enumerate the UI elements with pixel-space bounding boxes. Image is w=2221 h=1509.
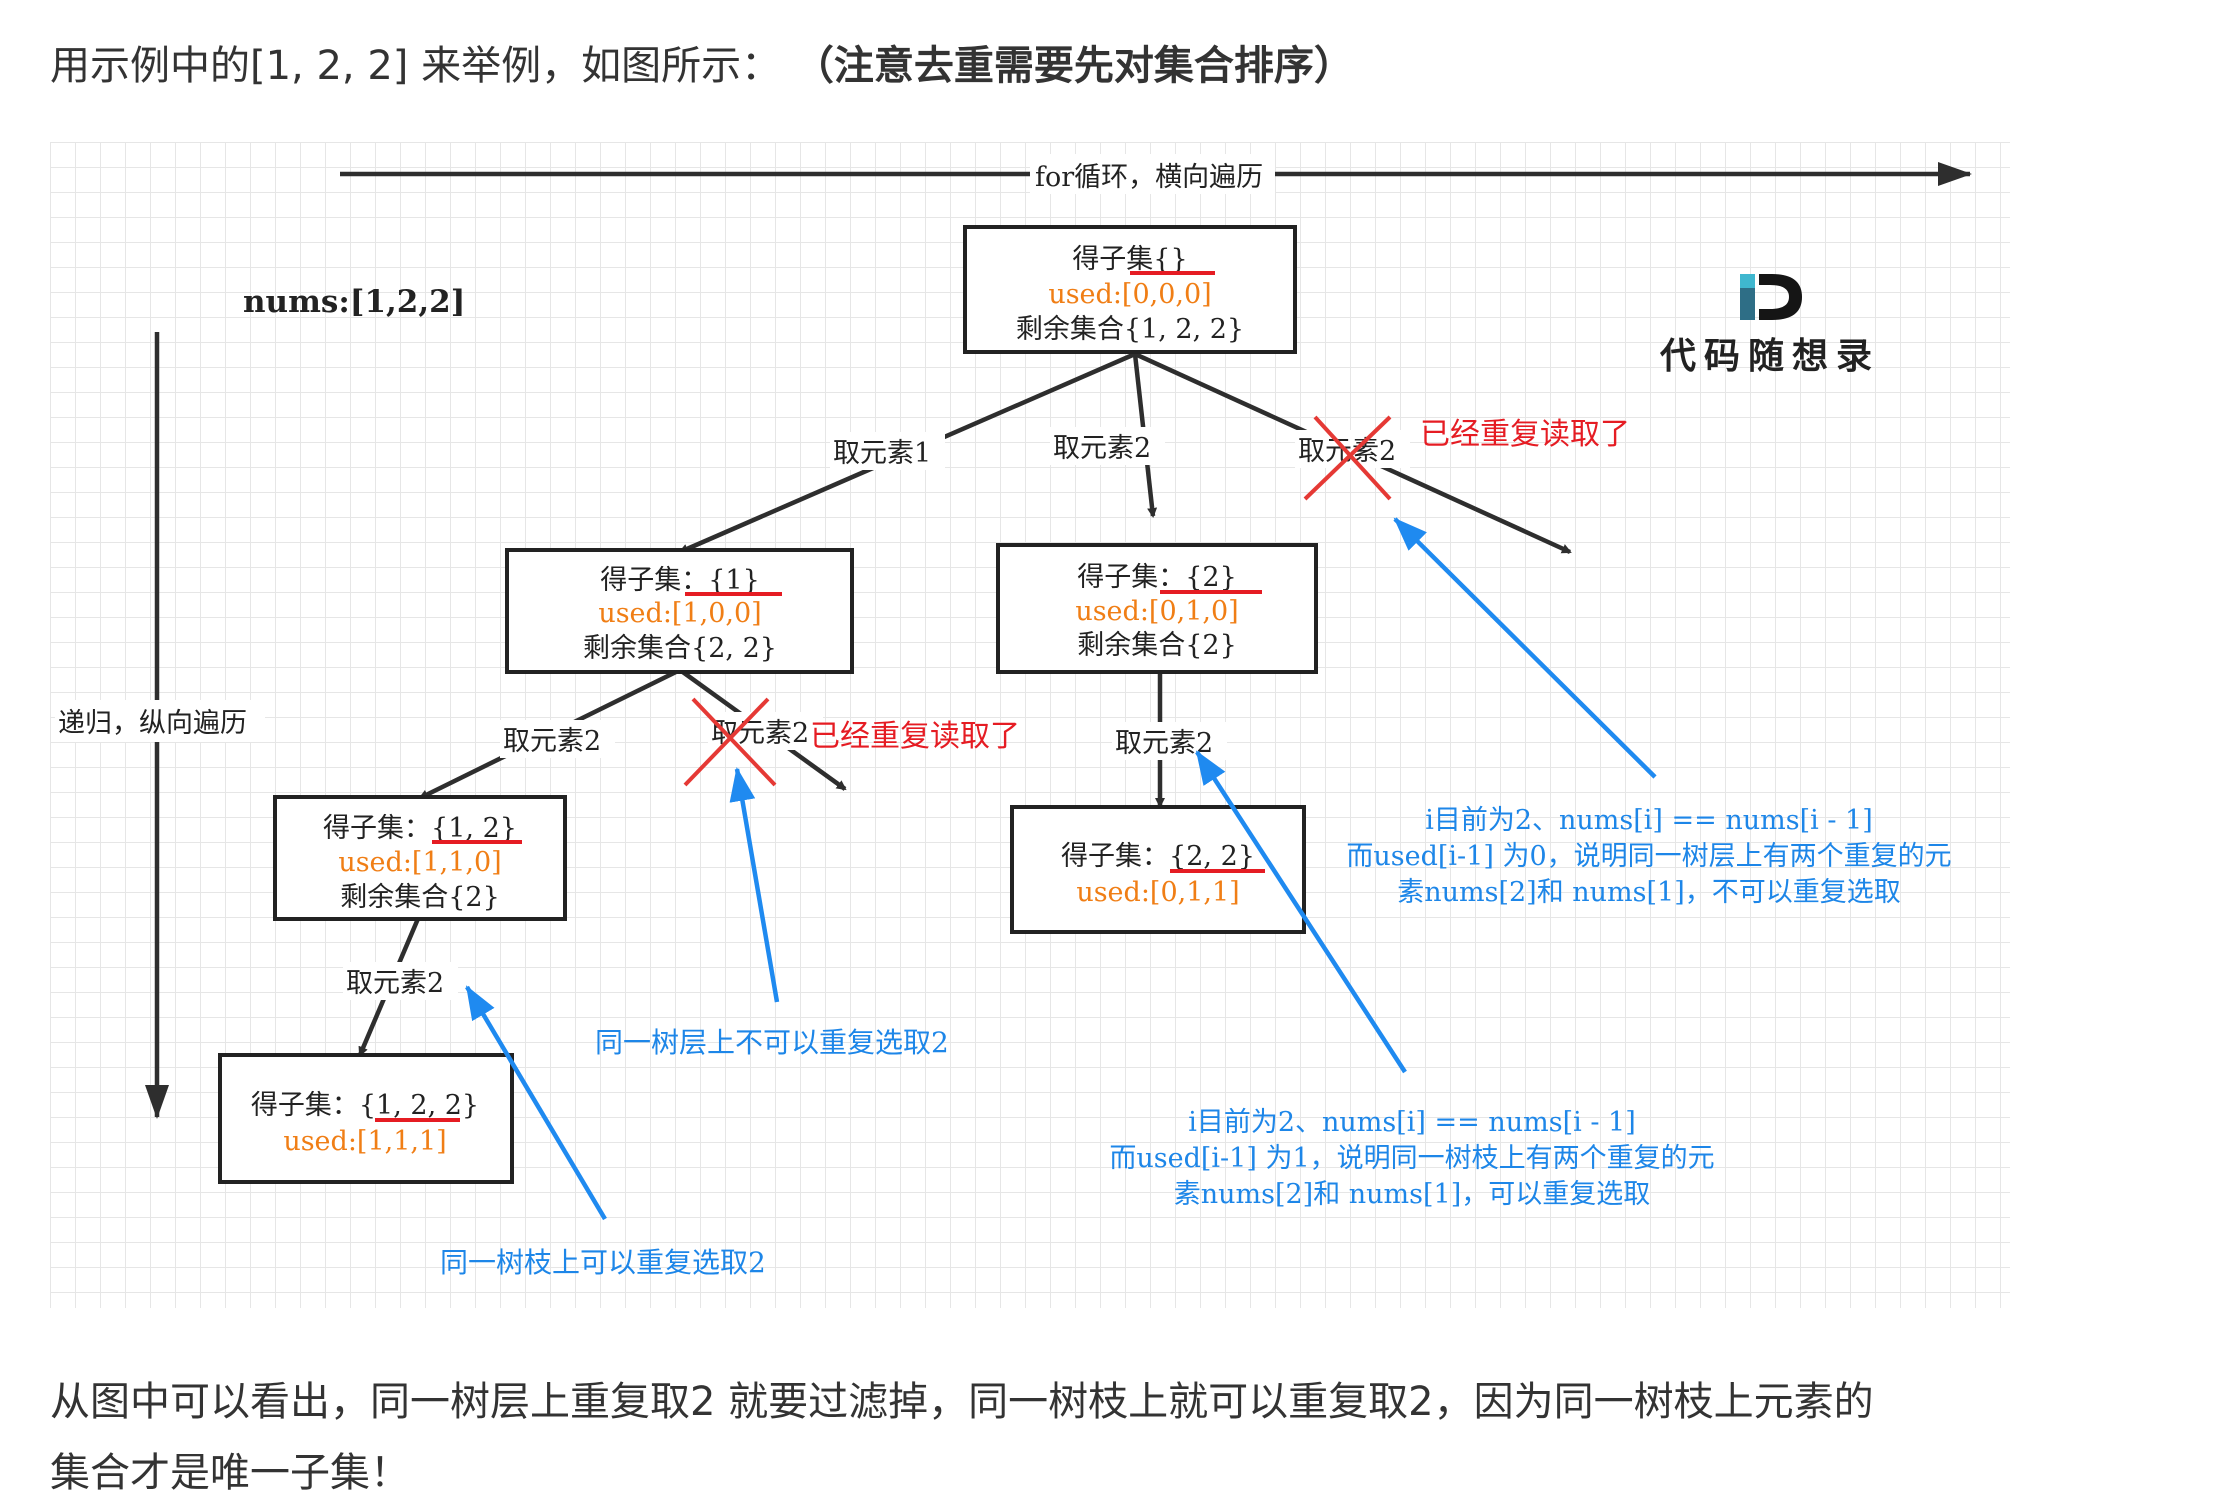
node-2-box [996, 543, 1318, 674]
node-2-rest: 剩余集合{2} [1077, 630, 1237, 661]
logo-text: 代码随想录 [1659, 335, 1880, 377]
vertical-axis-label: 递归，纵向遍历 [58, 708, 247, 739]
annotation-level-explain-line: i目前为2、nums[i] == nums[i - 1] [1425, 805, 1873, 836]
blue-arrow-branch-n12 [465, 985, 607, 1221]
cross-icon [1303, 415, 1392, 501]
node-2-used: used:[0,1,0] [1075, 596, 1238, 627]
intro-text: 用示例中的[1, 2, 2] 来举例，如图所示： [50, 43, 794, 89]
pruned-note-n1: 已经重复读取了 [810, 719, 1020, 754]
edge-label-n1-take2: 取元素2 [503, 726, 601, 757]
intro-paragraph: 用示例中的[1, 2, 2] 来举例，如图所示： （注意去重需要先对集合排序） [50, 30, 2150, 102]
node-12-rest: 剩余集合{2} [340, 882, 500, 913]
edge-label-n12-take2: 取元素2 [346, 968, 444, 999]
node-22-subset: 得子集：{2, 2} [1061, 841, 1255, 872]
edge-label-bg-root-take2 [1050, 427, 1165, 465]
node-root-subset: 得子集{} [1072, 244, 1187, 275]
edge-label-bg-n1-take2 [500, 720, 615, 758]
node-2-subset: 得子集：{2} [1077, 562, 1237, 593]
pruned-note-root: 已经重复读取了 [1420, 417, 1630, 452]
edge-label-bg-n12-take2 [343, 962, 458, 1000]
annotation-branch-explain: i目前为2、nums[i] == nums[i - 1] 而used[i-1] … [1109, 1107, 1714, 1210]
node-22: 得子集：{2, 2} used:[0,1,1] [1010, 805, 1306, 934]
conclusion-paragraph: 从图中可以看出，同一树层上重复取2 就要过滤掉，同一树枝上就可以重复取2，因为同… [50, 1367, 2050, 1509]
annotation-same-level: 同一树层上不可以重复选取2 [595, 1026, 949, 1059]
edge-label-bg-root-take1 [830, 432, 945, 470]
node-122-used: used:[1,1,1] [283, 1126, 446, 1157]
conclusion-line-1: 从图中可以看出，同一树层上重复取2 就要过滤掉，同一树枝上就可以重复取2，因为同… [50, 1379, 1874, 1425]
annotation-level-explain-line: 而used[i-1] 为0，说明同一树层上有两个重复的元 [1346, 841, 1951, 872]
blue-arrow-level-root [1393, 517, 1657, 779]
node-root-rest: 剩余集合{1, 2, 2} [1016, 314, 1244, 345]
backtracking-tree-figure: for循环，横向遍历 递归，纵向遍历 nums:[1,2,2] 代码随想录 取元… [50, 142, 2010, 1308]
node-12-used: used:[1,1,0] [338, 847, 501, 878]
node-12-subset: 得子集：{1, 2} [323, 813, 517, 844]
node-root-box [963, 225, 1297, 354]
annotation-branch-explain-line: 而used[i-1] 为1，说明同一树枝上有两个重复的元 [1109, 1143, 1714, 1174]
blue-arrow-branch-n2 [1195, 750, 1407, 1074]
node-1-subset: 得子集：{1} [600, 565, 760, 596]
annotation-branch-explain-line: i目前为2、nums[i] == nums[i - 1] [1188, 1107, 1636, 1138]
blue-arrow-level-n1 [729, 767, 780, 1003]
horizontal-axis-label-bg [1030, 154, 1275, 194]
horizontal-axis-label: for循环，横向遍历 [1035, 162, 1263, 193]
node-122-box [218, 1053, 514, 1184]
node-1-box [505, 548, 854, 674]
conclusion-line-2: 集合才是唯一子集！ [50, 1450, 410, 1496]
letter-d-logo-icon [1740, 274, 1802, 320]
node-1: 得子集：{1} used:[1,0,0] 剩余集合{2, 2} [505, 548, 854, 674]
cross-icon [683, 697, 777, 787]
annotation-branch-explain-line: 素nums[2]和 nums[1]，可以重复选取 [1174, 1179, 1651, 1210]
vertical-axis-label-bg [55, 700, 265, 742]
edge-label-root-take1: 取元素1 [833, 438, 931, 469]
node-1-used: used:[1,0,0] [598, 598, 761, 629]
node-122: 得子集：{1, 2, 2} used:[1,1,1] [218, 1053, 514, 1184]
node-root-used: used:[0,0,0] [1048, 279, 1211, 310]
annotation-level-explain-line: 素nums[2]和 nums[1]，不可以重复选取 [1397, 877, 1901, 908]
annotation-level-explain: i目前为2、nums[i] == nums[i - 1] 而used[i-1] … [1346, 805, 1951, 908]
node-12: 得子集：{1, 2} used:[1,1,0] 剩余集合{2} [273, 795, 567, 921]
edge-label-root-take2: 取元素2 [1053, 433, 1151, 464]
node-22-used: used:[0,1,1] [1076, 877, 1239, 908]
node-12-box [273, 795, 567, 921]
tree-diagram-svg: for循环，横向遍历 递归，纵向遍历 nums:[1,2,2] 代码随想录 取元… [55, 154, 1972, 1279]
annotation-same-branch: 同一树枝上可以重复选取2 [440, 1246, 766, 1279]
edge-label-bg-root-take2-pruned [1295, 430, 1410, 468]
node-root: 得子集{} used:[0,0,0] 剩余集合{1, 2, 2} [963, 225, 1297, 354]
node-122-subset: 得子集：{1, 2, 2} [251, 1090, 479, 1121]
nums-label: nums:[1,2,2] [243, 284, 465, 320]
intro-emphasis: （注意去重需要先对集合排序） [793, 43, 1354, 89]
node-2: 得子集：{2} used:[0,1,0] 剩余集合{2} [996, 543, 1318, 674]
node-1-rest: 剩余集合{2, 2} [583, 633, 777, 664]
